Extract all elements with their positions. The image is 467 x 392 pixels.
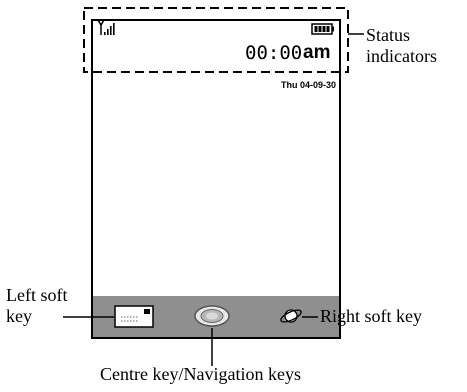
centre-key-label: Centre key/Navigation keys <box>100 364 301 384</box>
phone-screen-frame <box>91 19 341 339</box>
clock-ampm: am <box>303 42 331 63</box>
status-label-line2: indicators <box>366 46 437 66</box>
status-indicators-label: Status indicators <box>366 25 437 67</box>
internet-icon <box>280 309 302 323</box>
signal-strength-icon <box>97 19 115 35</box>
left-label-line1: Left soft <box>6 285 68 305</box>
clock-time: 00:00 <box>245 42 303 64</box>
date-label: Thu 04-09-30 <box>281 80 337 90</box>
status-label-line1: Status <box>366 25 411 45</box>
left-soft-key-label: Left soft key <box>6 285 67 327</box>
right-soft-key-label: Right soft key <box>320 306 422 326</box>
navigation-key-icon <box>194 305 230 327</box>
left-label-line2: key <box>6 306 32 326</box>
status-indicator-highlight <box>83 7 349 73</box>
message-icon <box>114 305 154 328</box>
battery-icon <box>311 23 334 35</box>
